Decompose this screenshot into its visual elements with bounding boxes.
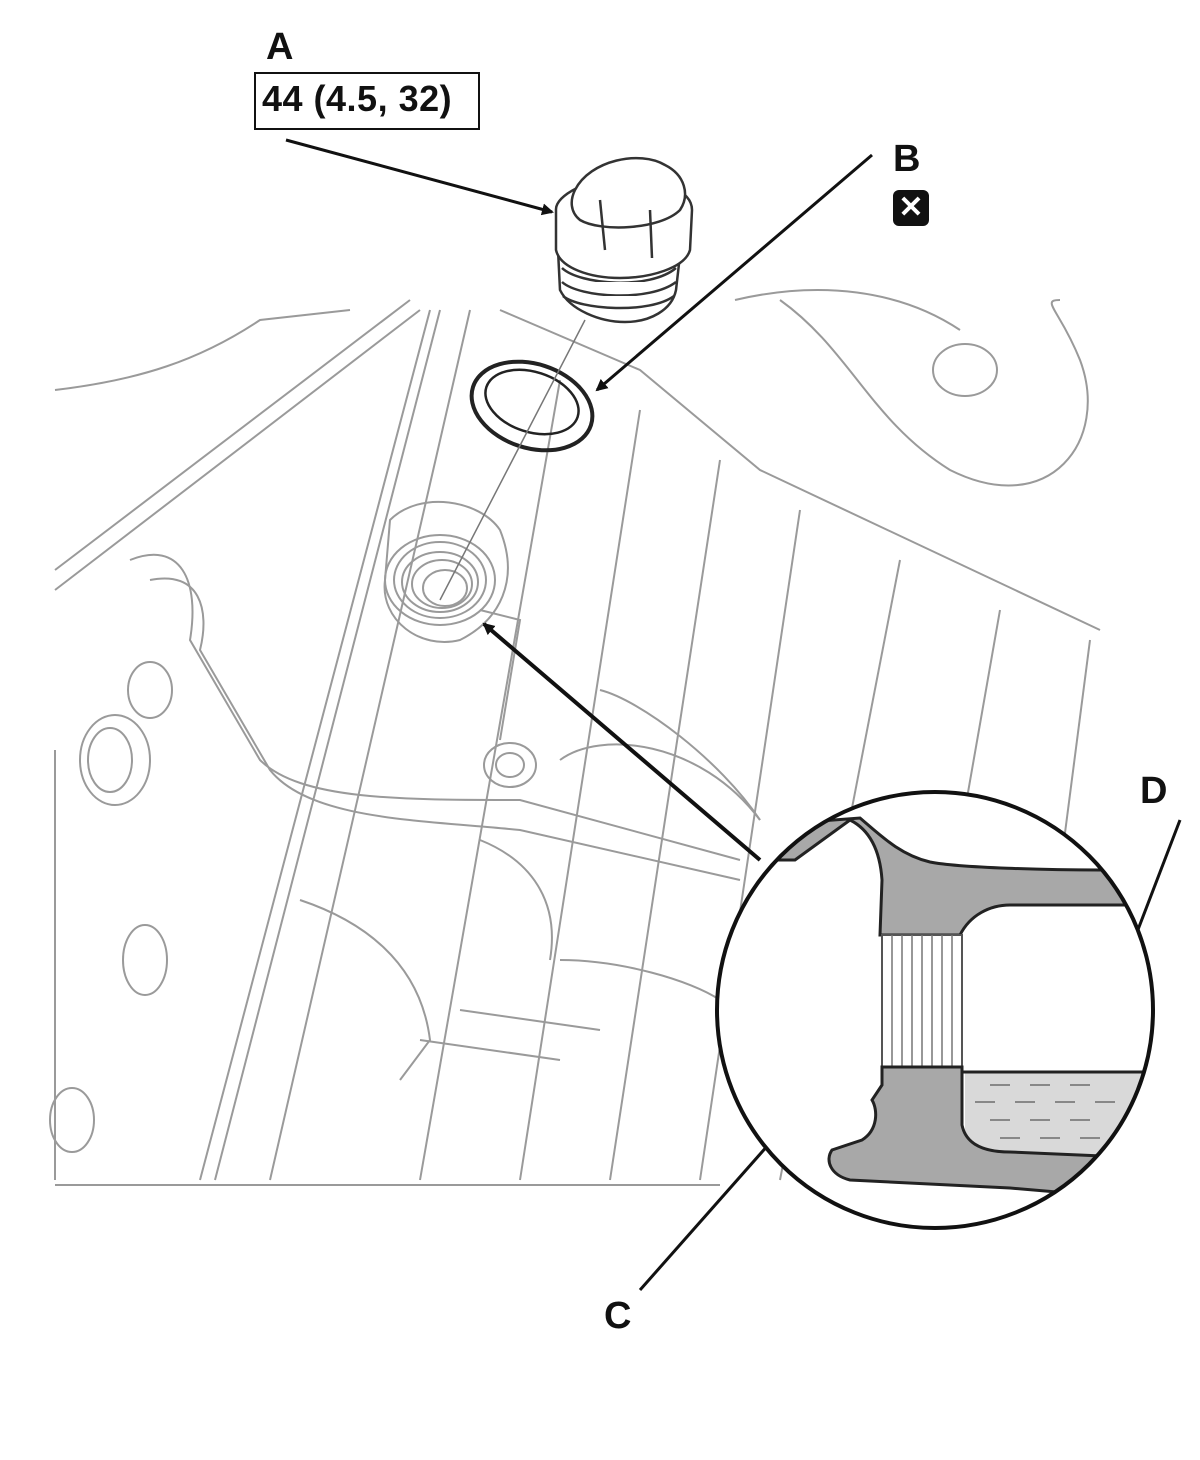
sealing-washer <box>469 359 595 453</box>
torque-spec-value: 44 (4.5, 32) <box>262 78 453 119</box>
replace-part-icon: ✕ <box>893 190 929 226</box>
detail-magnifier <box>715 790 1155 1230</box>
installation-axis-line <box>439 319 586 601</box>
pan-section-lower <box>827 1065 1152 1202</box>
callout-label-d: D <box>1140 770 1168 812</box>
oil-pan-background <box>49 289 1101 1186</box>
callout-label-c: C <box>604 1295 632 1337</box>
oil-surface-dashes <box>975 1084 1115 1139</box>
thread-lines <box>891 935 953 1067</box>
detail-circle-border <box>715 790 1155 1230</box>
leader-line-detail <box>482 622 762 862</box>
callout-label-a: A <box>266 26 294 68</box>
leader-line-b <box>595 153 873 392</box>
leader-line-a <box>285 138 554 216</box>
torque-spec-box <box>254 72 480 130</box>
drain-plug-bolt <box>554 156 694 324</box>
callout-label-b: B <box>893 138 921 180</box>
